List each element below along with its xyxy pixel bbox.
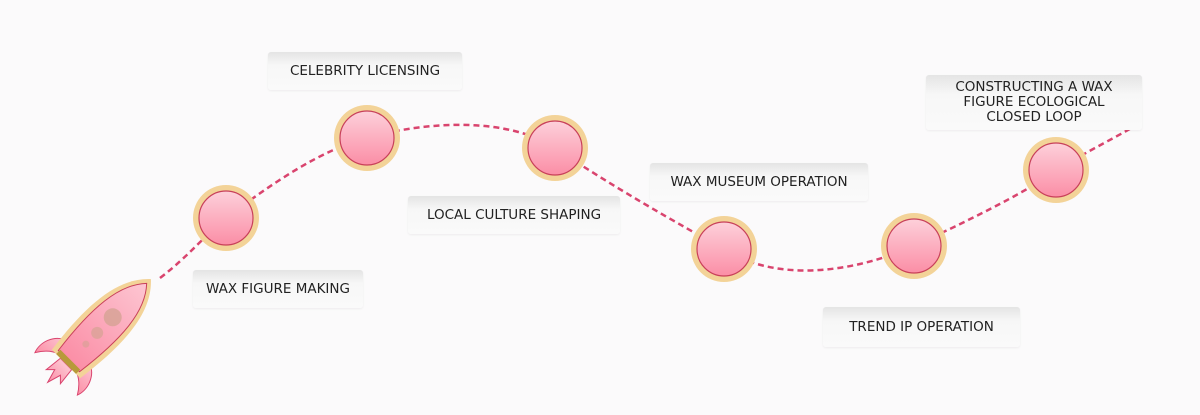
stage-node xyxy=(691,216,757,282)
stage-label-celebrity-licensing: CELEBRITY LICENSING xyxy=(268,52,462,90)
stage-label-local-culture-shaping: LOCAL CULTURE SHAPING xyxy=(408,196,620,234)
stage-node-dot xyxy=(527,120,583,176)
stage-node-dot xyxy=(198,190,254,246)
stage-node xyxy=(334,105,400,171)
roadmap-path xyxy=(159,120,1143,279)
stage-node xyxy=(193,185,259,251)
stage-node-dot xyxy=(339,110,395,166)
rocket-icon xyxy=(34,279,151,396)
stage-label-trend-ip-operation: TREND IP OPERATION xyxy=(823,307,1020,347)
stage-label-wax-figure-making: WAX FIGURE MAKING xyxy=(193,270,363,308)
stage-node-dot xyxy=(1028,142,1084,198)
stage-node xyxy=(881,213,947,279)
stage-node-dot xyxy=(696,221,752,277)
stage-node-dot xyxy=(886,218,942,274)
stage-label-wax-museum-operation: WAX MUSEUM OPERATION xyxy=(650,163,868,201)
stage-node xyxy=(522,115,588,181)
stage-node xyxy=(1023,137,1089,203)
stage-label-ecological-closed-loop: CONSTRUCTING A WAX FIGURE ECOLOGICAL CLO… xyxy=(926,75,1142,130)
